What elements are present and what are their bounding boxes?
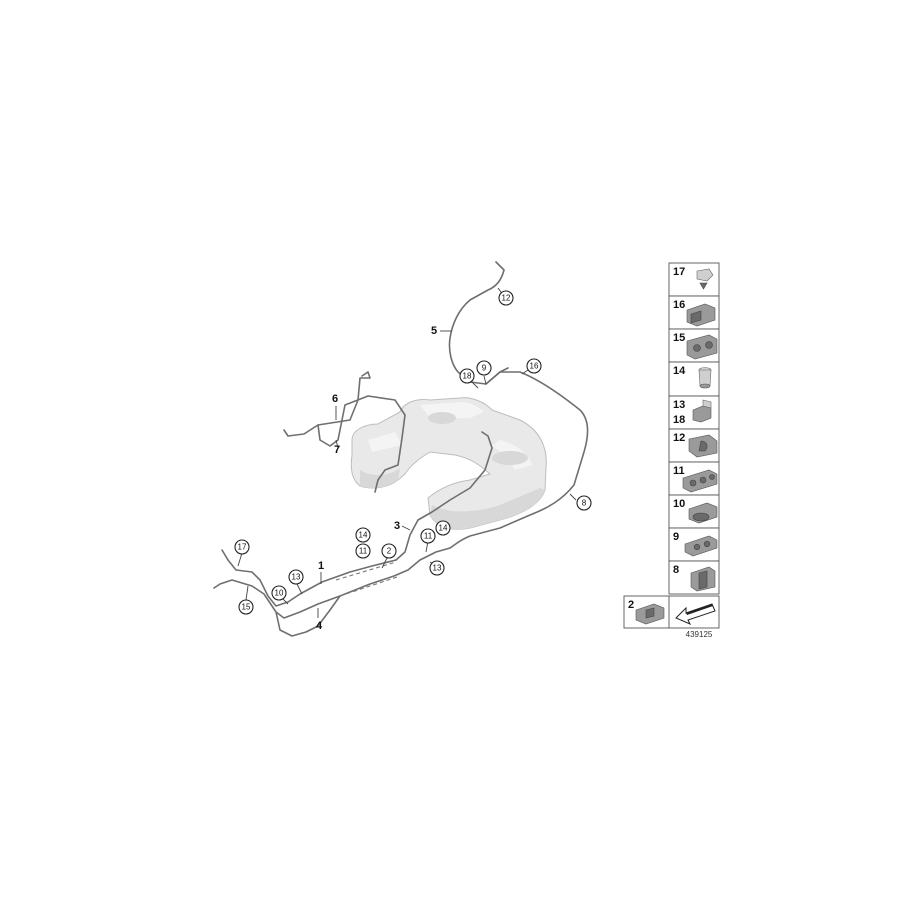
part-8-icon [690,566,716,592]
legend-cell-10: 10 [668,494,720,529]
svg-text:8: 8 [673,564,679,576]
legend-cell-12: 12 [668,428,720,463]
part-13-18-icon [692,399,712,423]
label-1: 1 [318,560,324,572]
svg-text:14: 14 [439,524,448,533]
svg-text:11: 11 [359,547,368,556]
svg-text:17: 17 [673,266,685,278]
part-2-icon [635,603,665,625]
legend-cell-15: 15 [668,328,720,363]
svg-text:10: 10 [275,589,284,598]
part-11-icon [682,469,718,493]
callout-11-left: 11 [355,543,371,559]
part-10-icon [688,502,718,524]
part-12-icon [688,434,718,458]
callout-9: 9 [476,360,492,376]
svg-text:15: 15 [242,603,251,612]
callout-10: 10 [271,585,287,601]
svg-text:11: 11 [424,532,433,541]
svg-text:8: 8 [582,499,587,508]
legend-cell-9: 9 [668,527,720,562]
svg-text:12: 12 [673,432,685,444]
label-7: 7 [334,444,340,456]
part-16-icon [686,303,716,327]
callout-13-right: 13 [429,560,445,576]
callout-14-left: 14 [355,527,371,543]
callout-12: 12 [498,290,514,306]
svg-text:10: 10 [673,498,685,510]
callout-16: 16 [526,358,542,374]
part-9-icon [684,535,718,557]
part-14-icon [698,367,712,389]
legend-cell-17: 17 [668,262,720,297]
label-5: 5 [431,325,437,337]
label-6: 6 [332,393,338,405]
callout-13-left: 13 [288,569,304,585]
legend-cell-13-18: 13 18 [668,395,720,430]
svg-text:18: 18 [673,414,685,426]
svg-text:18: 18 [463,372,472,381]
part-17-icon [696,268,714,290]
legend-cell-16: 16 [668,295,720,330]
svg-text:9: 9 [482,364,487,373]
legend-cell-8: 8 [668,560,720,595]
svg-text:17: 17 [238,543,247,552]
svg-text:2: 2 [387,547,392,556]
callout-15: 15 [238,599,254,615]
legend-cell-11: 11 [668,461,720,496]
callout-2: 2 [381,543,397,559]
callout-11-right: 11 [420,528,436,544]
legend-cell-2: 2 [623,595,720,629]
svg-text:13: 13 [673,399,685,411]
parts-legend: 17 16 15 14 [623,262,720,629]
fuel-pipes [213,261,589,637]
svg-text:13: 13 [292,573,301,582]
svg-text:16: 16 [530,362,539,371]
svg-text:2: 2 [628,599,634,611]
svg-text:12: 12 [502,294,511,303]
svg-text:14: 14 [673,365,686,377]
svg-text:11: 11 [673,465,685,477]
label-3: 3 [394,520,400,532]
drawing-number: 439125 [686,630,713,639]
callout-8: 8 [576,495,592,511]
legend-cell-14: 14 [668,361,720,397]
fuel-tank [350,397,547,530]
part-15-icon [686,334,718,360]
callout-17: 17 [234,539,250,555]
svg-text:14: 14 [359,531,368,540]
svg-text:16: 16 [673,299,685,311]
svg-text:9: 9 [673,531,679,543]
direction-arrow-icon [675,603,716,625]
label-4: 4 [316,620,323,632]
svg-text:13: 13 [433,564,442,573]
svg-text:15: 15 [673,332,685,344]
callout-14-right: 14 [435,520,451,536]
callout-18: 18 [459,368,475,384]
leader-lines [237,287,577,618]
